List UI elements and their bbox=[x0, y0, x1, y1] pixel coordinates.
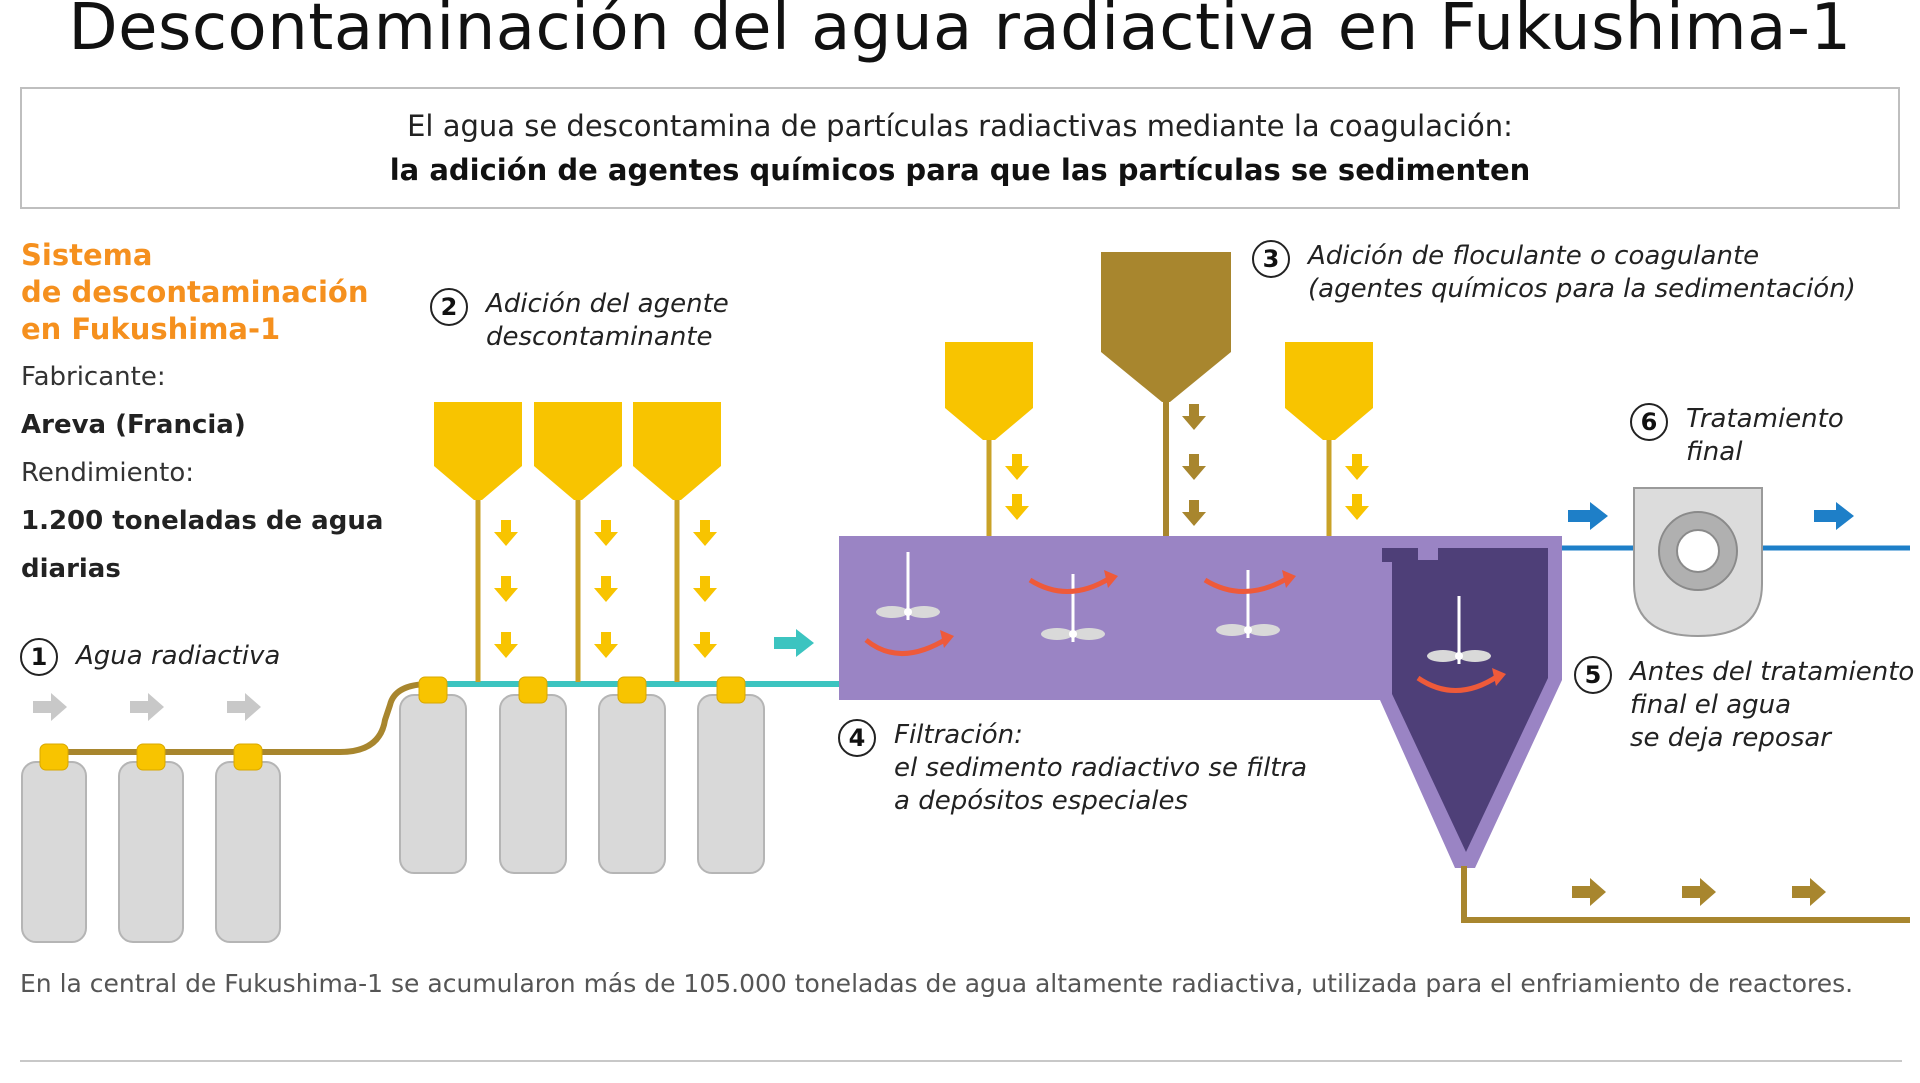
step-2-number: 2 bbox=[430, 288, 468, 326]
step-5-line-1: Antes del tratamiento bbox=[1630, 657, 1915, 687]
intro-line-2: la adición de agentes químicos para que … bbox=[389, 153, 1531, 187]
step-5-number: 5 bbox=[1574, 656, 1612, 694]
hoppers-step-2 bbox=[434, 402, 721, 682]
step-1-number: 1 bbox=[20, 638, 58, 676]
page-title: Descontaminación del agua radiactiva en … bbox=[68, 0, 1852, 65]
system-heading-3: en Fukushima-1 bbox=[21, 312, 281, 346]
system-heading-2: de descontaminación bbox=[21, 275, 369, 309]
step-3-line-1: Adición de floculante o coagulante bbox=[1308, 241, 1760, 271]
bottom-divider bbox=[20, 1060, 1902, 1062]
step-5-line-2: final el agua bbox=[1630, 690, 1792, 720]
intro-box: El agua se descontamina de partículas ra… bbox=[20, 87, 1900, 209]
step-6-line-1: Tratamiento bbox=[1686, 404, 1844, 434]
step-5-line-3: se deja reposar bbox=[1630, 723, 1831, 753]
footnote: En la central de Fukushima-1 se acumular… bbox=[20, 969, 1854, 998]
capacity-value-2: diarias bbox=[21, 554, 121, 584]
step-2-line-2: descontaminante bbox=[486, 322, 713, 352]
manufacturer-label: Fabricante: bbox=[21, 362, 166, 392]
step-4-line-2: el sedimento radiactivo se filtra bbox=[894, 753, 1308, 783]
step-6-line-2: final bbox=[1686, 437, 1743, 467]
step-3-number: 3 bbox=[1252, 240, 1290, 278]
system-heading-1: Sistema bbox=[21, 238, 153, 272]
step-1-line-1: Agua radiactiva bbox=[76, 641, 281, 671]
step-4-line-3: a depósitos especiales bbox=[894, 786, 1189, 816]
step-3-line-2: (agentes químicos para la sedimentación) bbox=[1308, 274, 1856, 304]
capacity-value-1: 1.200 toneladas de agua bbox=[21, 506, 384, 536]
step-4-line-1: Filtración: bbox=[894, 720, 1023, 750]
intro-line-1: El agua se descontamina de partículas ra… bbox=[407, 109, 1513, 143]
step-4-number: 4 bbox=[838, 719, 876, 757]
step-2-line-1: Adición del agente bbox=[486, 289, 729, 319]
capacity-label: Rendimiento: bbox=[21, 458, 194, 488]
manufacturer-value: Areva (Francia) bbox=[21, 410, 246, 440]
step-6-number: 6 bbox=[1630, 403, 1668, 441]
